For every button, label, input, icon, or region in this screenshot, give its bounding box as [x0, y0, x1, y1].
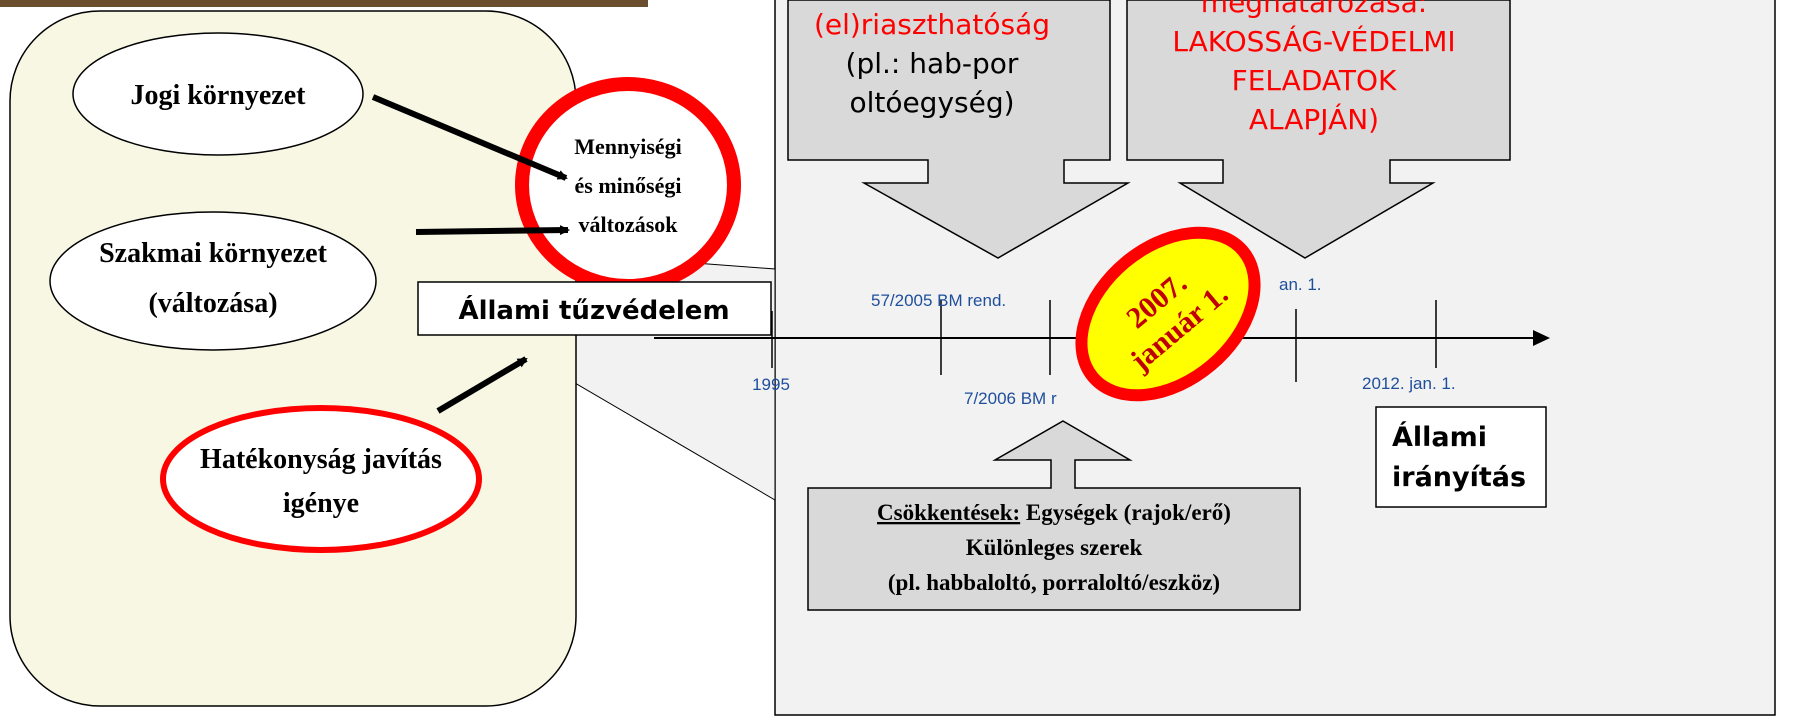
tick-label-2012: 2012. jan. 1. — [1362, 374, 1456, 393]
bottom-callout-line1: Csökkentések: Egységek (rajok/erő) — [877, 500, 1231, 525]
oval-changes-line1: Mennyiségi — [574, 134, 682, 159]
arrow-efficiency-to-label — [436, 356, 528, 414]
callout-left-line1: (pl.: hab-por — [846, 47, 1019, 80]
oval-changes-line3: változások — [579, 212, 679, 237]
left-panel — [9, 10, 577, 707]
bottom-callout-line1-rest: Egységek (rajok/erő) — [1020, 500, 1231, 525]
state-fire-protection-text: Állami tűzvédelem — [458, 294, 729, 326]
state-control-line1: Állami — [1392, 421, 1487, 453]
callout-left-red: (el)riaszthatóság — [814, 8, 1050, 41]
callout-arrow-bottom — [807, 420, 1301, 611]
callout-arrow-right — [1126, 0, 1511, 259]
tick-label-1995: 1995 — [752, 375, 790, 394]
photo-strip — [0, 0, 648, 7]
oval-professional-line2: (változása) — [148, 288, 277, 319]
arrow-professional-to-changes — [415, 225, 570, 236]
oval-legal-text: Jogi környezet — [131, 80, 307, 111]
bottom-callout-line3: (pl. habbaloltó, porraloltó/eszköz) — [888, 570, 1220, 595]
oval-efficiency-line2: igénye — [283, 488, 359, 519]
tick-label-7-2006: 7/2006 BM r — [964, 389, 1057, 408]
callout-right-line4: ALAPJÁN) — [1249, 102, 1379, 136]
timeline-arrowhead — [1533, 330, 1550, 346]
tick-label-57-2005: 57/2005 BM rend. — [871, 291, 1006, 310]
highlight-2007: 2007. január 1. — [1075, 226, 1261, 402]
state-control-box — [1375, 406, 1547, 508]
callout-left-line2: oltóegység) — [849, 86, 1014, 119]
arrow-legal-to-changes — [371, 94, 568, 181]
state-control-line2: irányítás — [1392, 462, 1526, 493]
callout-right-line2: LAKOSSÁG-VÉDELMI — [1172, 24, 1455, 58]
oval-professional — [49, 211, 377, 351]
oval-efficiency-line1: Hatékonyság javítás — [200, 444, 442, 475]
state-fire-protection-box — [417, 281, 772, 336]
oval-efficiency — [160, 405, 482, 553]
oval-changes-line2: és minőségi — [575, 173, 682, 198]
tick-label-jan1: an. 1. — [1279, 275, 1322, 294]
bottom-callout-underlined: Csökkentések: — [877, 500, 1020, 525]
oval-legal — [72, 32, 364, 156]
bottom-callout-line2: Különleges szerek — [966, 535, 1143, 560]
callout-arrow-left — [787, 0, 1131, 259]
callout-right-line3: FELADATOK — [1232, 64, 1397, 97]
oval-professional-line1: Szakmai környezet — [99, 238, 328, 269]
callout-right-line1: meghatározása: — [1201, 0, 1427, 19]
